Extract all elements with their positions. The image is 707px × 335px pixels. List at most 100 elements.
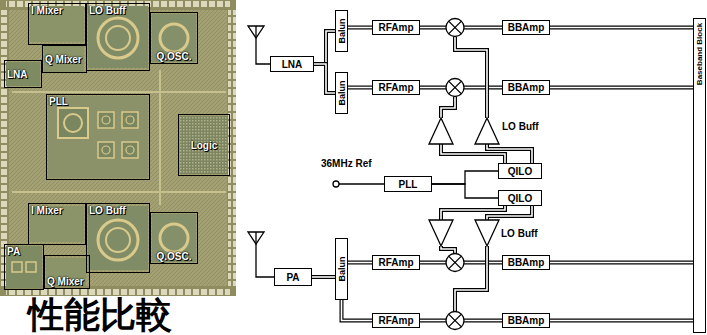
die-circuit: [122, 112, 138, 128]
node-label: Q Mixer: [43, 53, 84, 66]
connector-line: [314, 64, 335, 93]
block-box: RFAmp: [372, 255, 420, 270]
node-label: PA: [283, 271, 302, 283]
die-photo: [0, 0, 236, 296]
connector-line: [348, 87, 372, 89]
die-circuit: [44, 46, 84, 72]
balun-box: Balun: [335, 72, 348, 114]
connector: [348, 262, 372, 263]
signal-label: LO Buff: [500, 228, 539, 239]
block-box: BBAmp: [502, 80, 550, 95]
node-label: LNA: [279, 58, 306, 70]
buffer-triangle: [475, 118, 499, 144]
block-box: RFAmp: [372, 20, 420, 35]
node-label: Logic: [189, 139, 220, 152]
connector-head: [348, 87, 372, 88]
connector-head: [432, 184, 498, 198]
node-label: QILO: [505, 192, 535, 204]
die-block: I Mixer: [28, 3, 86, 45]
die-block: PA: [4, 244, 44, 290]
die-photo: [6, 287, 230, 295]
node-label: RFAmp: [376, 315, 417, 327]
signal-wire: [441, 246, 487, 312]
block-box: PLL: [384, 176, 432, 192]
signal-wire: [441, 246, 487, 312]
connector-line: [312, 275, 335, 279]
node-label: LO Buff: [87, 4, 128, 17]
connector-line: [342, 300, 373, 321]
connector-line: [432, 184, 498, 198]
connector-line: [314, 31, 335, 64]
slide-title: 性能比較: [28, 297, 172, 333]
node-label: PLL: [47, 95, 70, 108]
node-label: I Mixer: [29, 4, 65, 17]
node-label: Balun: [337, 256, 346, 281]
buffer-triangle: [429, 118, 499, 246]
connector-line: [550, 87, 693, 89]
mixer-symbol: [449, 256, 462, 269]
die-circuit: [98, 220, 138, 260]
connector-head: [432, 171, 498, 184]
connector: [550, 87, 693, 88]
connector-line: [550, 319, 693, 323]
connector-line: [550, 262, 693, 264]
signal-wire: [441, 37, 487, 119]
signal-wire: [420, 28, 502, 321]
die-block: I Mixer: [28, 203, 86, 245]
connector-head: [550, 87, 693, 88]
signal-wire: [420, 28, 502, 321]
connector-line: [550, 86, 693, 90]
connector-line: [550, 261, 693, 265]
die-block: LNA: [4, 60, 42, 88]
balun-box: Balun: [335, 10, 348, 52]
block-box: QILO: [498, 190, 542, 206]
connector: [342, 300, 373, 321]
signal-wire: [441, 37, 487, 119]
connector: [432, 184, 498, 198]
connector: [550, 262, 693, 263]
die-circuit: [26, 262, 36, 272]
signal-wire: [441, 206, 532, 220]
buffer-triangle: [429, 118, 453, 144]
block-box: BBAmp: [502, 255, 550, 270]
die-block: Q Mixer: [42, 45, 87, 73]
die-circuit: [12, 262, 22, 272]
mixer-symbol: [449, 21, 462, 34]
signal-wire: [333, 181, 339, 187]
die-circuit: [98, 112, 114, 128]
connector-head: [550, 262, 693, 263]
connector-head: [550, 320, 693, 321]
connector: [314, 31, 335, 64]
connector: [432, 171, 498, 184]
connector-line: [342, 300, 373, 321]
die-circuit: [160, 224, 188, 252]
signal-wire: [441, 144, 532, 163]
node-label: LNA: [5, 68, 30, 81]
connector-line: [550, 26, 693, 30]
mixer-symbol: [446, 312, 464, 330]
node-label: BBAmp: [505, 22, 548, 34]
die-block: Q.OSC.: [150, 212, 198, 264]
connector-line: [432, 171, 498, 184]
connector: [550, 320, 693, 321]
signal-label: LO Buff: [501, 121, 540, 132]
mixer-symbol: [446, 19, 464, 330]
die-circuit: [152, 214, 196, 262]
node-label: Baseband Block: [696, 23, 704, 85]
connector: [312, 277, 335, 278]
die-circuit: [122, 142, 138, 158]
die-circuit: [64, 114, 82, 132]
die-circuit: [98, 142, 114, 158]
node-label: I Mixer: [29, 204, 65, 217]
node-label: Q Mixer: [45, 275, 86, 288]
signal-wire: [339, 183, 384, 184]
die-block: PLL: [46, 94, 150, 180]
block-box: PA: [274, 268, 312, 286]
block-box: BBAmp: [502, 313, 550, 328]
antenna-symbol: [256, 232, 274, 277]
baseband-band: Baseband Block: [693, 18, 706, 333]
connector-line: [550, 320, 693, 322]
connector: [550, 27, 693, 28]
die-circuit: [152, 14, 196, 62]
signal-label: 36MHz Ref: [320, 158, 373, 169]
